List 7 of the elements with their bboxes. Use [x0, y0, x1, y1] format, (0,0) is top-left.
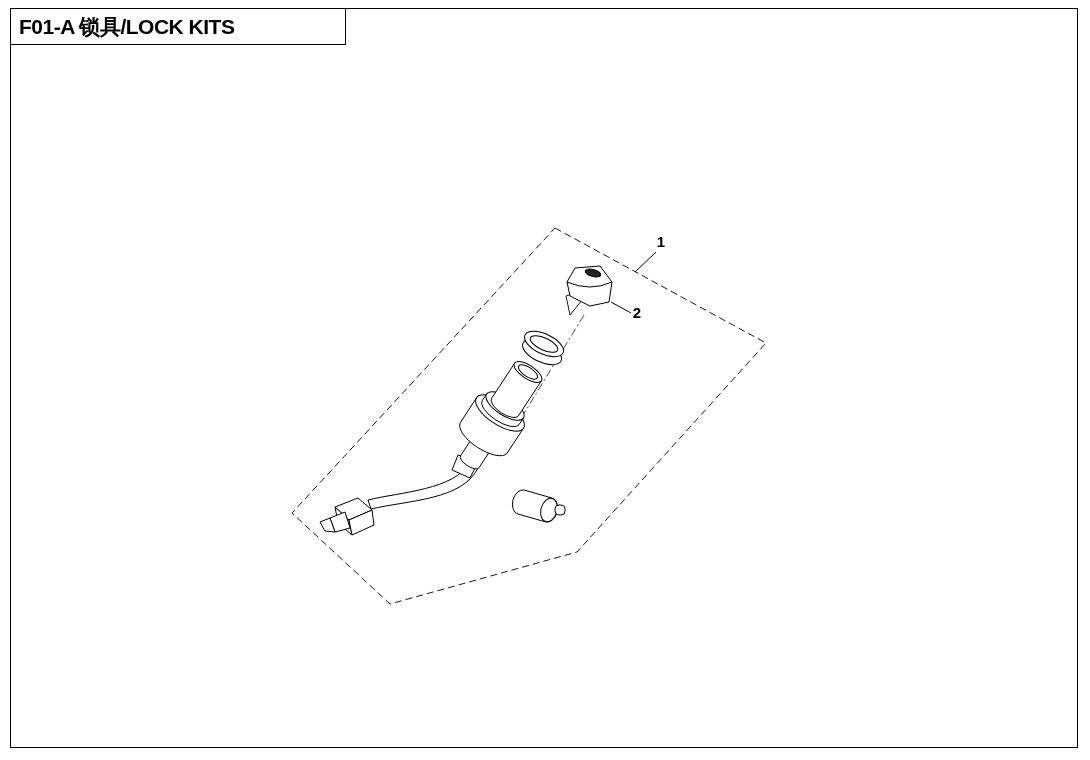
- leader-line: [610, 301, 632, 314]
- callout-number: 1: [655, 232, 667, 252]
- title-box: F01-A 锁具/LOCK KITS: [10, 8, 346, 45]
- leader-line: [634, 251, 657, 273]
- key-drawing: [565, 265, 613, 316]
- kit-outline: [292, 228, 766, 604]
- callout-number: 2: [632, 304, 642, 321]
